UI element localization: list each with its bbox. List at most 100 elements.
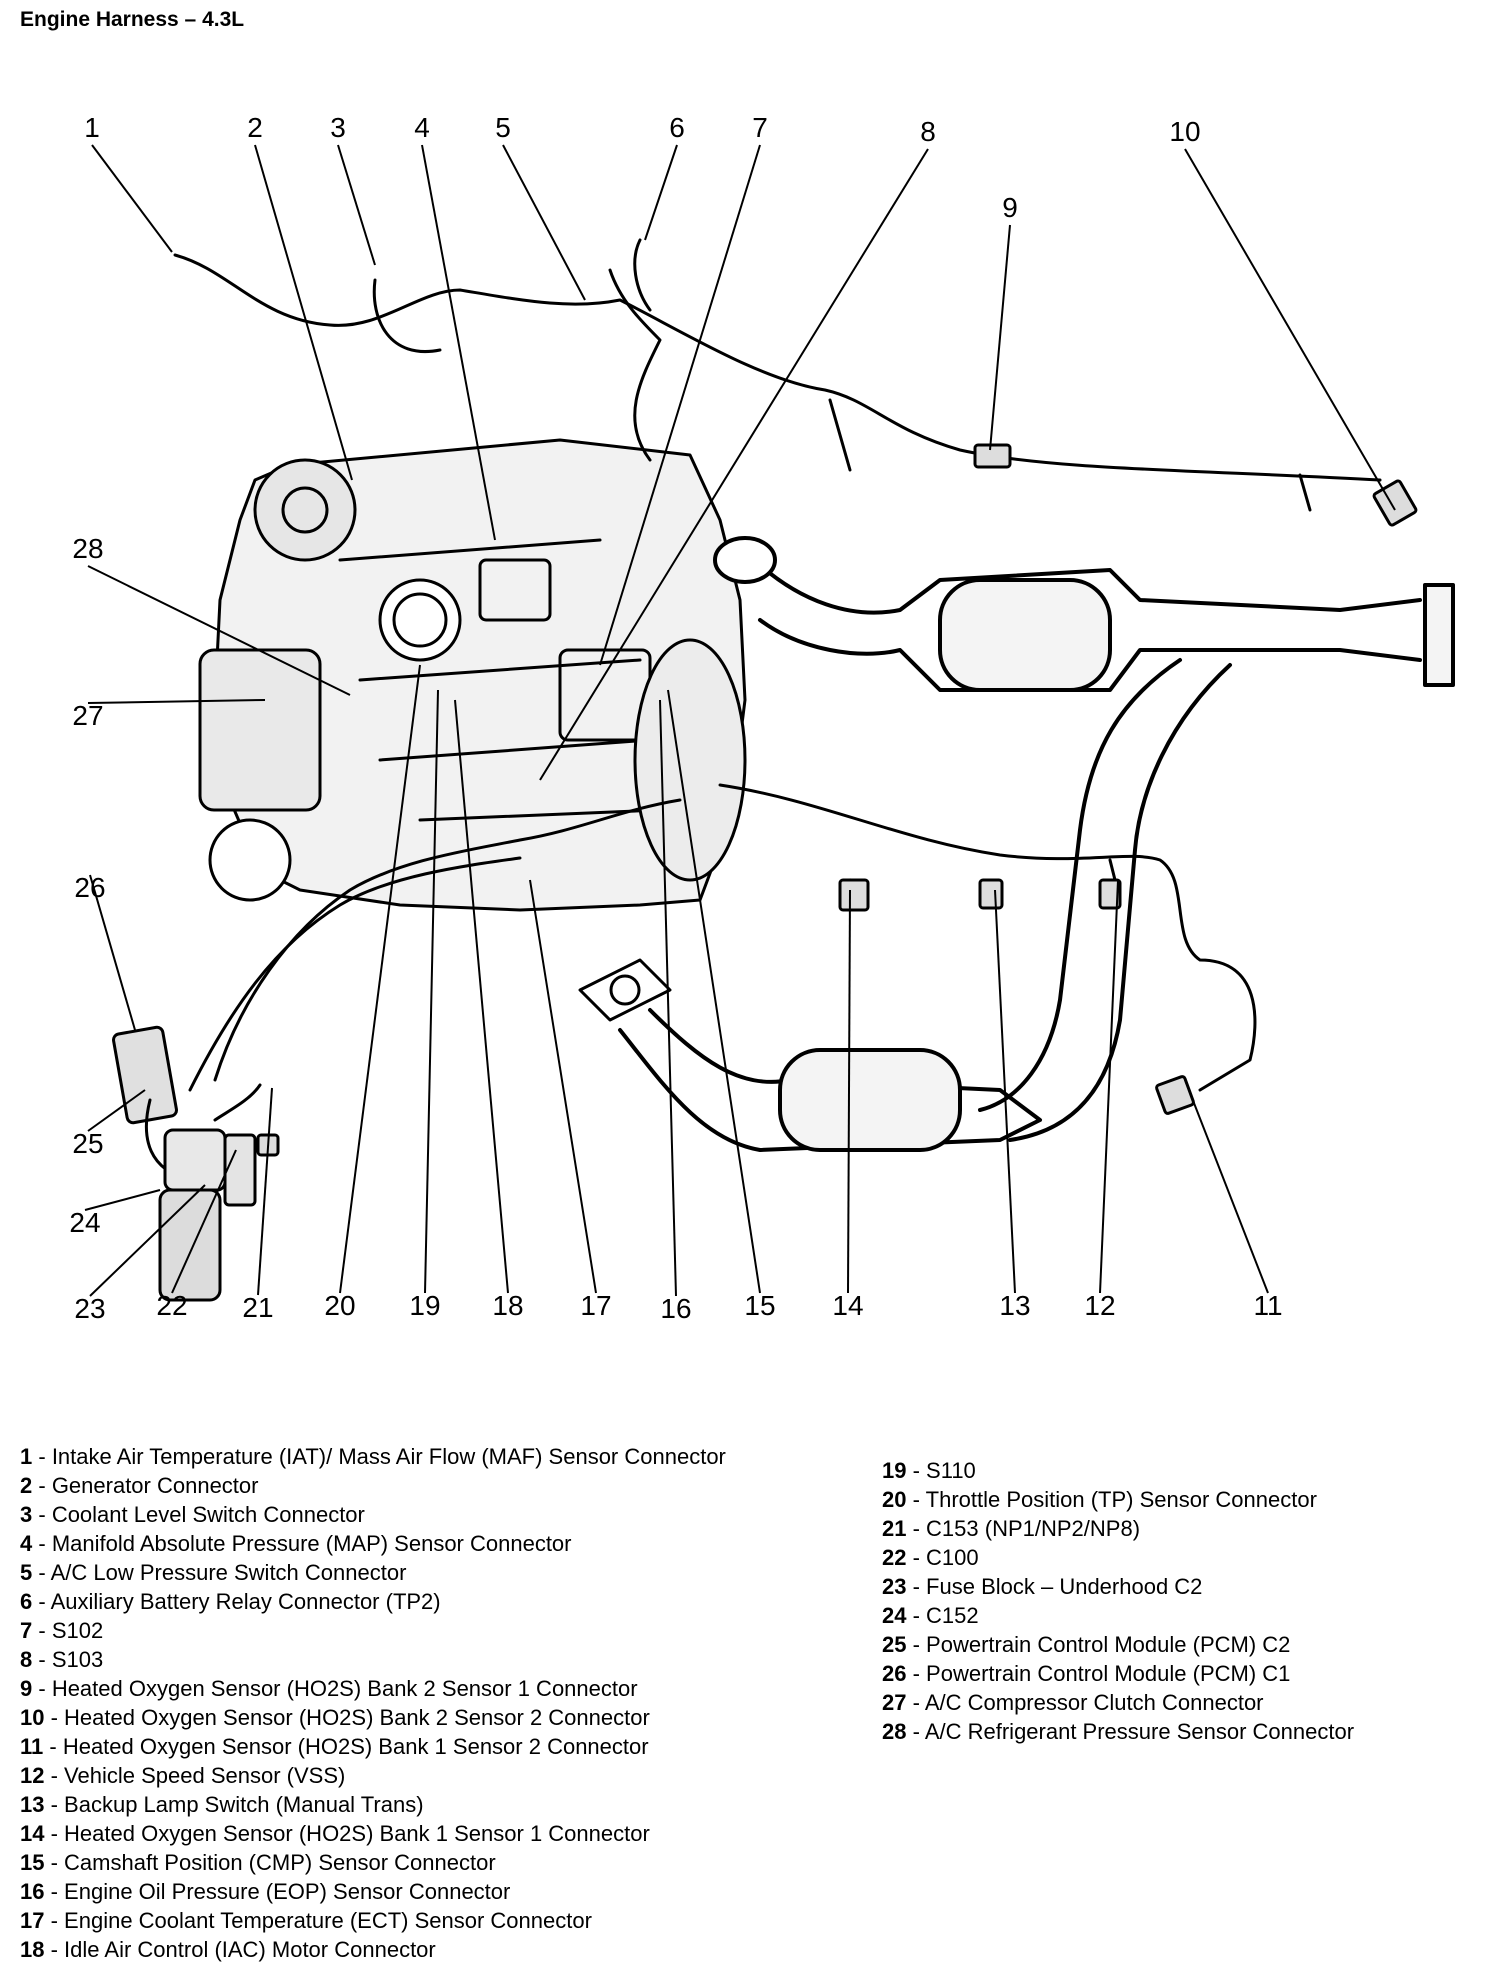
callout-leader-12 (1099, 879, 1119, 1294)
legend-number: 3 (20, 1502, 33, 1527)
callout-leader-17 (529, 879, 597, 1294)
callout-leader-27 (87, 699, 266, 704)
legend-label: Coolant Level Switch Connector (51, 1502, 365, 1527)
callout-number-24: 24 (69, 1207, 100, 1238)
legend-separator: - (32, 1618, 52, 1643)
legend-number: 10 (20, 1705, 45, 1730)
legend-label: Fuse Block – Underhood C2 (926, 1574, 1203, 1599)
legend-number: 13 (20, 1792, 45, 1817)
legend-separator: - (44, 1792, 65, 1817)
callout-number-2: 2 (247, 112, 263, 143)
legend-label: Heated Oxygen Sensor (HO2S) Bank 1 Senso… (62, 1734, 649, 1759)
legend-number: 9 (20, 1676, 33, 1701)
callout-leader-13 (994, 889, 1016, 1294)
legend-label: C100 (926, 1545, 979, 1570)
callout-number-13: 13 (999, 1290, 1030, 1321)
legend-number: 21 (882, 1516, 907, 1541)
legend-separator: - (906, 1545, 927, 1570)
legend-item-26: 26 - Powertrain Control Module (PCM) C1 (882, 1659, 1354, 1688)
legend-separator: - (906, 1719, 925, 1744)
callout-leader-6 (644, 144, 678, 241)
callout-leader-28 (87, 565, 351, 696)
callout-number-4: 4 (414, 112, 430, 143)
callout-leader-7 (599, 144, 761, 666)
legend-item-4: 4 - Manifold Absolute Pressure (MAP) Sen… (20, 1529, 726, 1558)
legend-number: 6 (20, 1589, 33, 1614)
legend-item-12: 12 - Vehicle Speed Sensor (VSS) (20, 1761, 726, 1790)
legend-separator: - (32, 1444, 52, 1469)
callout-leaders (84, 144, 1396, 1297)
legend-label: C153 (NP1/NP2/NP8) (926, 1516, 1141, 1541)
callout-number-21: 21 (242, 1292, 273, 1323)
callout-number-14: 14 (832, 1290, 863, 1321)
legend-label: A/C Low Pressure Switch Connector (50, 1560, 407, 1585)
callout-number-1: 1 (84, 112, 100, 143)
callout-number-22: 22 (156, 1290, 187, 1321)
legend-separator: - (906, 1487, 926, 1512)
legend-item-3: 3 - Coolant Level Switch Connector (20, 1500, 726, 1529)
legend-item-20: 20 - Throttle Position (TP) Sensor Conne… (882, 1485, 1354, 1514)
callout-number-18: 18 (492, 1290, 523, 1321)
callout-number-12: 12 (1084, 1290, 1115, 1321)
legend-label: S110 (926, 1458, 976, 1483)
callout-leader-4 (421, 144, 496, 541)
legend-number: 19 (882, 1458, 907, 1483)
legend-item-16: 16 - Engine Oil Pressure (EOP) Sensor Co… (20, 1877, 726, 1906)
legend-item-18: 18 - Idle Air Control (IAC) Motor Connec… (20, 1935, 726, 1964)
legend-label: S102 (51, 1618, 104, 1643)
legend-separator: - (32, 1676, 52, 1701)
legend-label: Powertrain Control Module (PCM) C1 (926, 1661, 1291, 1686)
legend-number: 22 (882, 1545, 907, 1570)
legend-number: 18 (20, 1937, 45, 1962)
legend-label: Camshaft Position (CMP) Sensor Connector (64, 1850, 496, 1875)
callout-number-9: 9 (1002, 192, 1018, 223)
legend-separator: - (44, 1937, 65, 1962)
legend-separator: - (32, 1560, 51, 1585)
diagram-title: Engine Harness – 4.3L (20, 8, 245, 31)
legend-label: Backup Lamp Switch (Manual Trans) (64, 1792, 424, 1817)
legend-label: Engine Coolant Temperature (ECT) Sensor … (64, 1908, 592, 1933)
legend-separator: - (44, 1821, 65, 1846)
legend-number: 16 (20, 1879, 45, 1904)
callout-leader-8 (539, 148, 929, 781)
legend-label: Heated Oxygen Sensor (HO2S) Bank 1 Senso… (64, 1821, 650, 1846)
callout-leader-23 (89, 1184, 206, 1297)
callout-leader-18 (454, 699, 509, 1294)
legend-item-24: 24 - C152 (882, 1601, 1354, 1630)
legend-label: Intake Air Temperature (IAT)/ Mass Air F… (51, 1444, 726, 1469)
callout-leader-16 (659, 699, 677, 1297)
callout-leader-21 (257, 1087, 273, 1296)
legend-number: 15 (20, 1850, 45, 1875)
legend-number: 26 (882, 1661, 907, 1686)
legend-separator: - (906, 1603, 927, 1628)
legend-number: 2 (20, 1473, 33, 1498)
callout-number-3: 3 (330, 112, 346, 143)
callout-leader-1 (91, 144, 173, 253)
callout-leader-22 (171, 1149, 237, 1294)
legend-label: Heated Oxygen Sensor (HO2S) Bank 2 Senso… (51, 1676, 638, 1701)
legend-item-14: 14 - Heated Oxygen Sensor (HO2S) Bank 1 … (20, 1819, 726, 1848)
legend-number: 28 (882, 1719, 907, 1744)
callout-leader-10 (1184, 148, 1396, 511)
legend-item-21: 21 - C153 (NP1/NP2/NP8) (882, 1514, 1354, 1543)
callout-number-19: 19 (409, 1290, 440, 1321)
legend-label: Throttle Position (TP) Sensor Connector (925, 1487, 1317, 1512)
legend-separator: - (32, 1647, 52, 1672)
legend-separator: - (43, 1734, 63, 1759)
legend-number: 7 (20, 1618, 33, 1643)
callout-leader-14 (847, 889, 851, 1294)
legend-number: 25 (882, 1632, 907, 1657)
legend-separator: - (44, 1763, 65, 1788)
callout-number-6: 6 (669, 112, 685, 143)
legend-separator: - (32, 1589, 51, 1614)
callout-leader-24 (84, 1189, 161, 1211)
legend-number: 5 (20, 1560, 33, 1585)
callout-number-7: 7 (752, 112, 768, 143)
legend-item-28: 28 - A/C Refrigerant Pressure Sensor Con… (882, 1717, 1354, 1746)
legend-item-27: 27 - A/C Compressor Clutch Connector (882, 1688, 1354, 1717)
legend-separator: - (44, 1705, 65, 1730)
legend-item-1: 1 - Intake Air Temperature (IAT)/ Mass A… (20, 1442, 726, 1471)
legend-separator: - (32, 1473, 52, 1498)
